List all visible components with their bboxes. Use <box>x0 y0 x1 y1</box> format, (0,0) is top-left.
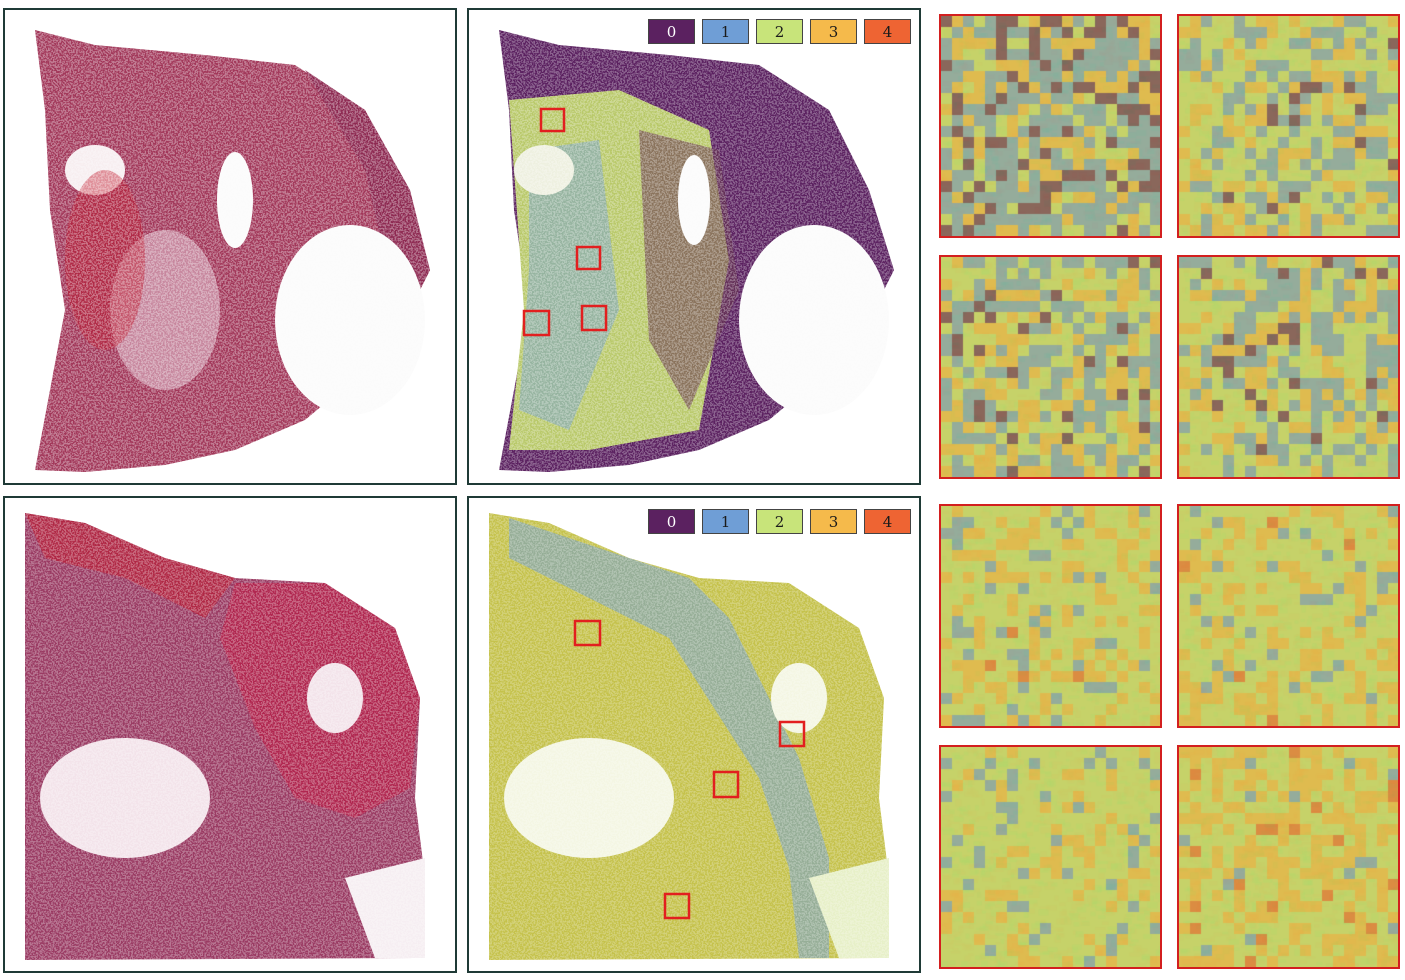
legend-swatch-2: 2 <box>756 509 803 534</box>
class-legend: 0 1 2 3 4 <box>648 509 911 534</box>
zoom-patch-7 <box>939 745 1162 969</box>
top-classified-slide-image <box>499 30 894 472</box>
bottom-stained-slide-image <box>25 513 425 960</box>
bottom-stained-slide-panel <box>3 496 457 973</box>
top-classified-slide-panel: 0 1 2 3 4 <box>467 8 921 485</box>
zoom-patch-3 <box>939 255 1162 479</box>
zoom-patch-6 <box>1177 504 1400 728</box>
top-stained-slide-image <box>35 30 430 472</box>
zoom-patch-4 <box>1177 255 1400 479</box>
legend-swatch-3: 3 <box>810 509 857 534</box>
zoom-patch-5 <box>939 504 1162 728</box>
roi-box <box>522 309 551 337</box>
roi-box <box>573 619 602 647</box>
legend-swatch-2: 2 <box>756 19 803 44</box>
class-legend: 0 1 2 3 4 <box>648 19 911 44</box>
roi-box <box>778 720 806 748</box>
bottom-classified-slide-panel: 0 1 2 3 4 <box>467 496 921 973</box>
roi-box <box>539 107 566 133</box>
roi-box <box>712 770 740 799</box>
legend-swatch-0: 0 <box>648 19 695 44</box>
roi-box <box>663 892 691 920</box>
legend-swatch-1: 1 <box>702 509 749 534</box>
zoom-patch-1 <box>939 14 1162 238</box>
top-stained-slide-panel <box>3 8 457 485</box>
zoom-patch-2 <box>1177 14 1400 238</box>
legend-swatch-3: 3 <box>810 19 857 44</box>
roi-box <box>575 245 602 271</box>
legend-swatch-0: 0 <box>648 509 695 534</box>
roi-box <box>580 304 608 332</box>
legend-swatch-4: 4 <box>864 509 911 534</box>
legend-swatch-1: 1 <box>702 19 749 44</box>
zoom-patch-8 <box>1177 745 1400 969</box>
legend-swatch-4: 4 <box>864 19 911 44</box>
bottom-classified-slide-image <box>489 513 889 960</box>
